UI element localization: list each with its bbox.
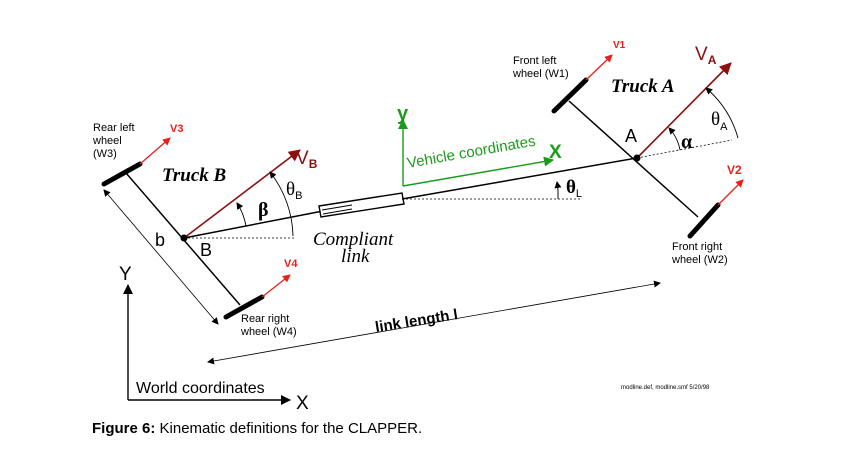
theta-a-label: θA <box>711 109 728 133</box>
vb-arrow <box>183 149 301 239</box>
rear-right-label-2: wheel (W4) <box>240 326 297 338</box>
va-label: VA <box>695 44 717 67</box>
truck-b-label: Truck B <box>162 165 226 186</box>
alpha-label: α <box>681 131 692 153</box>
vb-main: V <box>296 148 309 169</box>
front-right-label: Front right <box>672 241 722 253</box>
theta-b-arc <box>269 171 294 237</box>
link-rod-bottom <box>322 208 353 215</box>
va-sub: A <box>708 53 717 67</box>
theta-a-arc <box>705 87 739 139</box>
compliant-label-2: link <box>341 246 370 267</box>
link-rod-top <box>321 204 353 211</box>
rear-left-label-2: wheel <box>92 135 122 147</box>
v4-label: V4 <box>284 258 298 270</box>
point-a-label: A <box>625 126 637 146</box>
v1-label: V1 <box>613 40 626 51</box>
width-dimension <box>103 189 219 325</box>
caption-text: Kinematic definitions for the CLAPPER. <box>155 420 423 437</box>
v2-arrow <box>717 179 744 206</box>
vehicle-x-axis <box>402 156 554 187</box>
rear-left-wheel <box>101 161 143 187</box>
beta-label: β <box>258 199 269 221</box>
theta-b-label: θB <box>286 179 302 202</box>
world-x-label: X <box>296 393 309 414</box>
figure-caption: Figure 6: Kinematic definitions for the … <box>92 420 422 437</box>
link-length-label: link length l <box>374 306 459 336</box>
theta-b-sub: B <box>295 190 302 202</box>
theta-a-main: θ <box>711 109 720 130</box>
vb-label: VB <box>296 148 318 171</box>
alpha-arc <box>668 127 681 151</box>
file-note: modline.def, modline.smf 5/20/98 <box>621 385 710 391</box>
world-y-label: Y <box>119 264 132 285</box>
beta-arc <box>236 202 247 227</box>
vehicle-x-label: X <box>549 142 562 163</box>
compliant-label: Compliant <box>313 229 394 250</box>
vehicle-frame: Vehicle coordinates y X <box>397 103 562 187</box>
v3-label: V3 <box>170 123 183 135</box>
caption-label: Figure 6: <box>92 420 156 437</box>
theta-l-sub: L <box>576 188 582 200</box>
width-label: b <box>155 230 165 250</box>
va-main: V <box>695 44 708 65</box>
theta-b-main: θ <box>286 179 295 200</box>
front-right-label-2: wheel (W2) <box>671 254 728 266</box>
truck-a-heading-ref <box>636 139 733 159</box>
front-left-label-2: wheel (W1) <box>512 68 569 80</box>
theta-a-sub: A <box>720 121 728 133</box>
theta-l-main: θ <box>566 177 576 198</box>
vb-sub: B <box>309 157 318 171</box>
v1-arrow <box>585 54 613 81</box>
theta-l-arc <box>554 181 562 200</box>
va-arrow <box>636 62 732 159</box>
truck-b: Truck B B b Rear left wheel (W3) Rear ri… <box>92 122 318 338</box>
front-right-wheel <box>687 202 721 239</box>
v4-arrow <box>261 274 291 298</box>
world-frame: Y X World coordinates <box>119 264 309 414</box>
truck-a-label: Truck A <box>611 76 675 97</box>
link-sleeve <box>318 192 405 218</box>
world-coordinates-label: World coordinates <box>136 380 265 397</box>
rear-right-label: Rear right <box>241 313 289 325</box>
v3-arrow <box>139 137 171 165</box>
point-b <box>180 234 188 242</box>
link-rear-segment <box>183 210 324 239</box>
compliant-link: θL Compliant link <box>183 157 638 267</box>
front-left-wheel <box>551 77 589 114</box>
link-length-arrow <box>207 280 661 365</box>
theta-l-label: θL <box>566 177 582 200</box>
rear-left-label-3: (W3) <box>93 148 117 160</box>
point-b-label: B <box>200 240 212 260</box>
v2-label: V2 <box>727 163 742 177</box>
truck-a: Truck A A Front left wheel (W1) Front ri… <box>512 40 744 266</box>
front-left-label: Front left <box>513 55 556 67</box>
rear-left-label: Rear left <box>93 122 135 134</box>
link-front-segment <box>401 157 638 200</box>
vehicle-y-label: y <box>397 103 409 125</box>
